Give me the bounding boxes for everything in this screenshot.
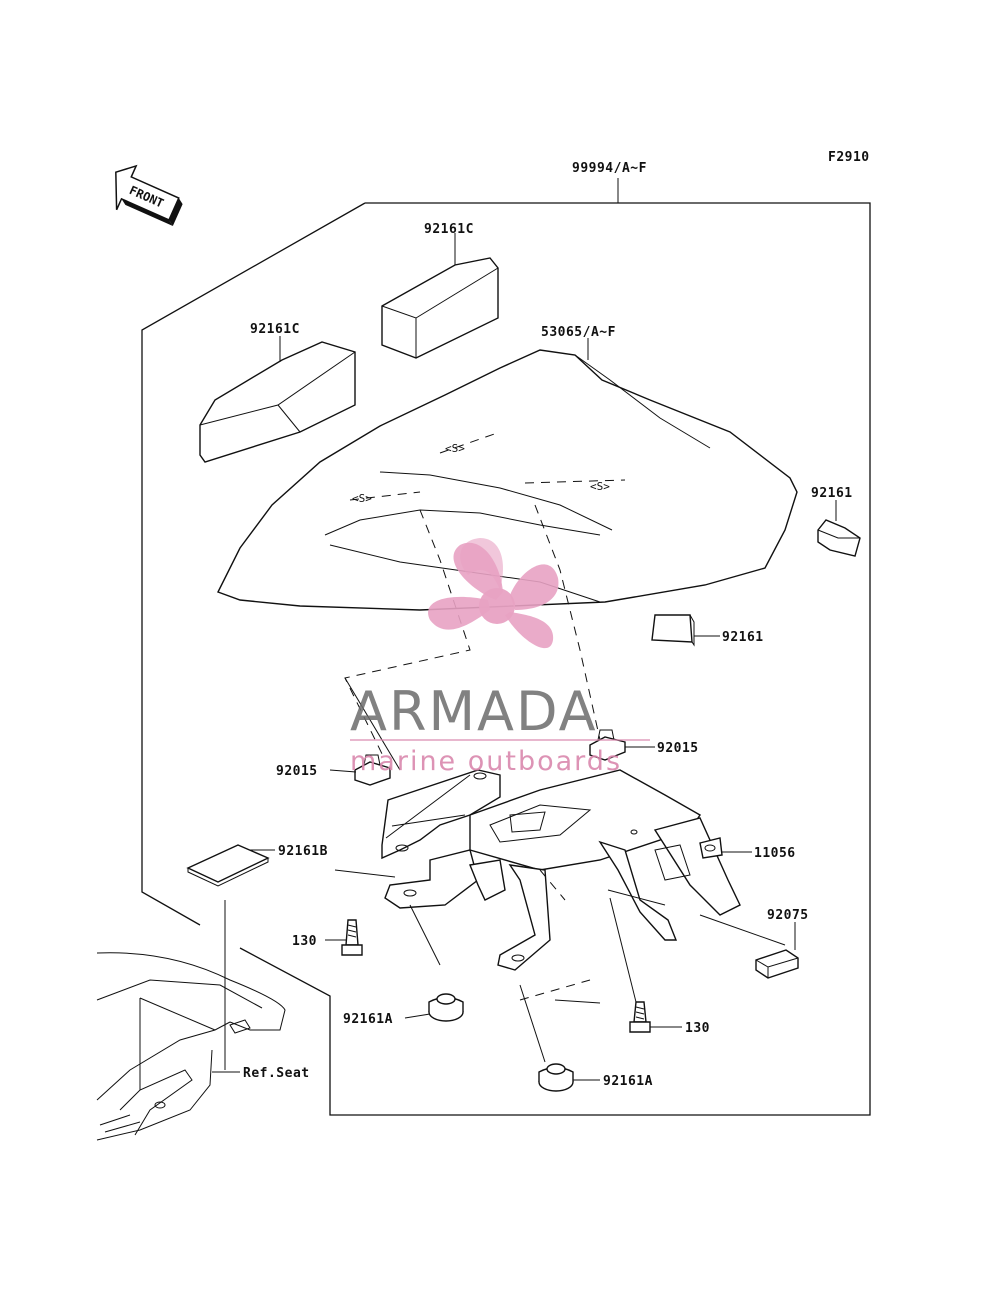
pad-92161c-top bbox=[381, 257, 499, 359]
label-ref-seat: Ref.Seat bbox=[243, 1066, 310, 1081]
figure-code: F2910 bbox=[828, 150, 870, 165]
watermark-tagline: marine outboards bbox=[350, 746, 622, 777]
label-seat-cover: 53065/A~F bbox=[541, 325, 616, 340]
bolt-130-right bbox=[629, 1001, 651, 1033]
seat-mark-3: <S> bbox=[590, 480, 610, 493]
label-92075: 92075 bbox=[767, 908, 809, 923]
label-92015-left: 92015 bbox=[276, 764, 318, 779]
ref-seat bbox=[96, 952, 286, 1141]
label-92015-right: 92015 bbox=[657, 741, 699, 756]
propeller-logo-icon bbox=[428, 538, 559, 649]
watermark-name: ARMADA bbox=[350, 680, 598, 743]
label-92161c-left: 92161C bbox=[250, 322, 300, 337]
front-arrow-icon: FRONT bbox=[115, 164, 183, 227]
label-11056: 11056 bbox=[754, 846, 796, 861]
seat-mark-2: <S> bbox=[352, 492, 372, 505]
assembly-label: 99994/A~F bbox=[572, 161, 647, 176]
clip-92015-left bbox=[354, 754, 391, 786]
pad-92161-right-mid bbox=[651, 614, 695, 647]
assembly-frame bbox=[141, 202, 871, 1116]
pad-92161b bbox=[186, 844, 270, 887]
seat-cover: <S> <S> <S> bbox=[217, 349, 798, 611]
label-130-right: 130 bbox=[685, 1021, 710, 1036]
label-130-left: 130 bbox=[292, 934, 317, 949]
propeller-hub bbox=[479, 588, 515, 624]
label-92161-right-mid: 92161 bbox=[722, 630, 764, 645]
label-92161a-right: 92161A bbox=[603, 1074, 653, 1089]
grommet-92161a-right bbox=[538, 1063, 574, 1092]
label-92161b: 92161B bbox=[278, 844, 328, 859]
label-92161c-top: 92161C bbox=[424, 222, 474, 237]
seat-mark-1: <S> bbox=[445, 442, 465, 455]
cap-92075 bbox=[755, 949, 799, 979]
label-92161a-left: 92161A bbox=[343, 1012, 393, 1027]
pad-92161-right-top bbox=[817, 519, 861, 557]
bracket-11056 bbox=[381, 769, 741, 971]
clip-92015-right bbox=[589, 729, 626, 761]
pad-92161c-left bbox=[199, 341, 356, 463]
label-92161-right-top: 92161 bbox=[811, 486, 853, 501]
grommet-92161a-left bbox=[428, 993, 464, 1022]
bolt-130-left bbox=[341, 919, 363, 956]
